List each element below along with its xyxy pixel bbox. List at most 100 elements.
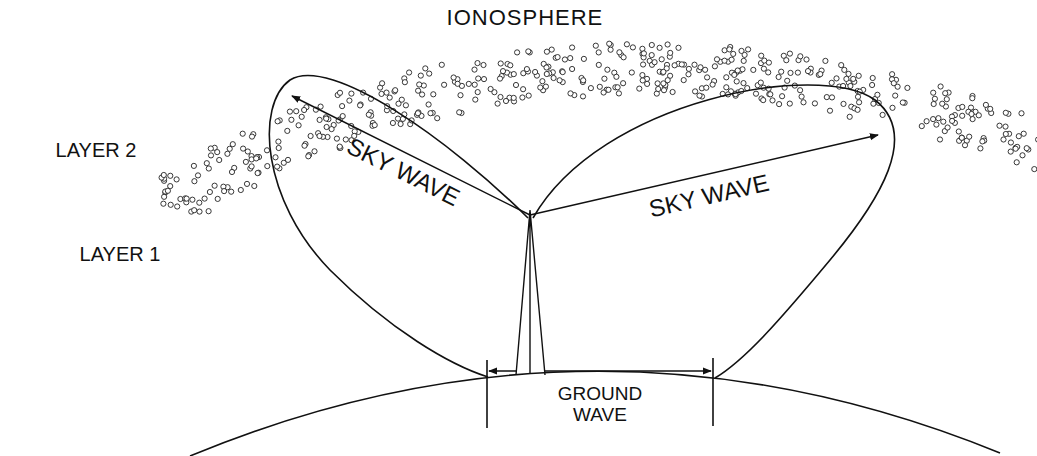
ionosphere-dot [938,84,943,89]
ionosphere-dot [500,69,505,74]
ionosphere-dot [714,57,719,62]
ionosphere-dot [608,47,613,52]
ionosphere-dot [395,116,400,121]
ionosphere-dot [192,179,197,184]
ionosphere-dot [956,129,961,134]
ionosphere-dot [255,171,260,176]
ionosphere-dot [557,78,562,83]
ionosphere-dot [818,72,823,77]
region-label: IONOSPHERE [444,5,607,31]
ionosphere-dot [560,70,565,75]
ionosphere-dot [570,45,575,50]
ionosphere-dot [893,93,898,98]
ionosphere-dot [890,72,895,77]
ionosphere-dot [415,111,420,116]
ionosphere-dot [641,62,646,67]
ionosphere-dot [1036,137,1037,142]
ionosphere-dot [184,196,189,201]
ionosphere-dot [568,56,573,61]
ionosphere-dot [785,78,790,83]
ionosphere-dot [299,114,304,119]
ionosphere-dot [710,82,715,87]
range-bracket [486,360,488,428]
ionosphere-dot [615,85,620,90]
ionosphere-dot [495,101,500,106]
ionosphere-dot [399,97,404,102]
ionosphere-dot [175,204,180,209]
ionosphere-dot [931,117,936,122]
ionosphere-dot [841,101,846,106]
ionosphere-dot [857,100,862,105]
ionosphere-dot [761,98,766,103]
ionosphere-dot [846,71,851,76]
ionosphere-dot [657,45,662,50]
ionosphere-dot [931,101,936,106]
ionosphere-dot [340,114,345,119]
ionosphere-dot [614,74,619,79]
ionosphere-dot [276,145,281,150]
ionosphere-dot [481,77,486,82]
ionosphere-dot [686,66,691,71]
ionosphere-dot [555,55,560,60]
ionosphere-dot [420,92,425,97]
ionosphere-dot [296,123,301,128]
ionosphere-dot [640,73,645,78]
ionosphere-dot [243,159,248,164]
ionosphere-dot [665,42,670,47]
ionosphere-dot [770,98,775,103]
ionosphere-dot [704,85,709,90]
ionosphere-dot [455,81,460,86]
ionosphere-dot [208,146,213,151]
ionosphere-dot [1021,131,1026,136]
ionosphere-dot [162,194,167,199]
ionosphere-dot [273,155,278,160]
ionosphere-dot [241,146,246,151]
ionosphere-dot [988,106,993,111]
ionosphere-dot [168,202,173,207]
ionosphere-dot [544,65,549,70]
ionosphere-dot [731,51,736,56]
ionosphere-dot [724,75,729,80]
ionosphere-dot [739,48,744,53]
ionosphere-dot [621,55,626,60]
ionosphere-dot [944,97,949,102]
ionosphere-dot [856,73,861,78]
ionosphere-dot [560,69,565,74]
ionosphere-dot [724,85,729,90]
ionosphere-dot [751,67,756,72]
ionosphere-dot [969,111,974,116]
ionosphere-dot [761,66,766,71]
ionosphere-dot [848,83,853,88]
ionosphere-dot [244,181,249,186]
ionosphere-dot [950,118,955,123]
ionosphere-dot [384,90,389,95]
ionosphere-dot [936,116,941,121]
ionosphere-dot [337,144,342,149]
ionosphere-dot [1014,160,1019,165]
ionosphere-dot [1013,146,1018,151]
layer-label: LAYER 1 [77,242,164,266]
ionosphere-dot [403,103,408,108]
ionosphere-dot [798,54,803,59]
ionosphere-dot [661,81,666,86]
ionosphere-dot [799,94,804,99]
ionosphere-dot [962,143,967,148]
ionosphere-dot [753,91,758,96]
antenna-symbol [516,210,545,375]
ionosphere-dot [562,57,567,62]
ionosphere-dot [195,173,200,178]
ionosphere-dot [722,48,727,53]
ionosphere-dot [165,188,170,193]
ionosphere-dot [890,105,895,110]
ionosphere-dot [249,134,254,139]
ionosphere-dot [900,100,905,105]
ionosphere-dot [741,81,746,86]
ionosphere-dot [275,119,280,124]
ionosphere-dot [617,50,622,55]
ionosphere-dot [649,42,654,47]
ionosphere-dot [976,113,981,118]
ionosphere-dot [197,200,202,205]
ionosphere-dot [686,72,691,77]
ionosphere-dot [349,91,354,96]
